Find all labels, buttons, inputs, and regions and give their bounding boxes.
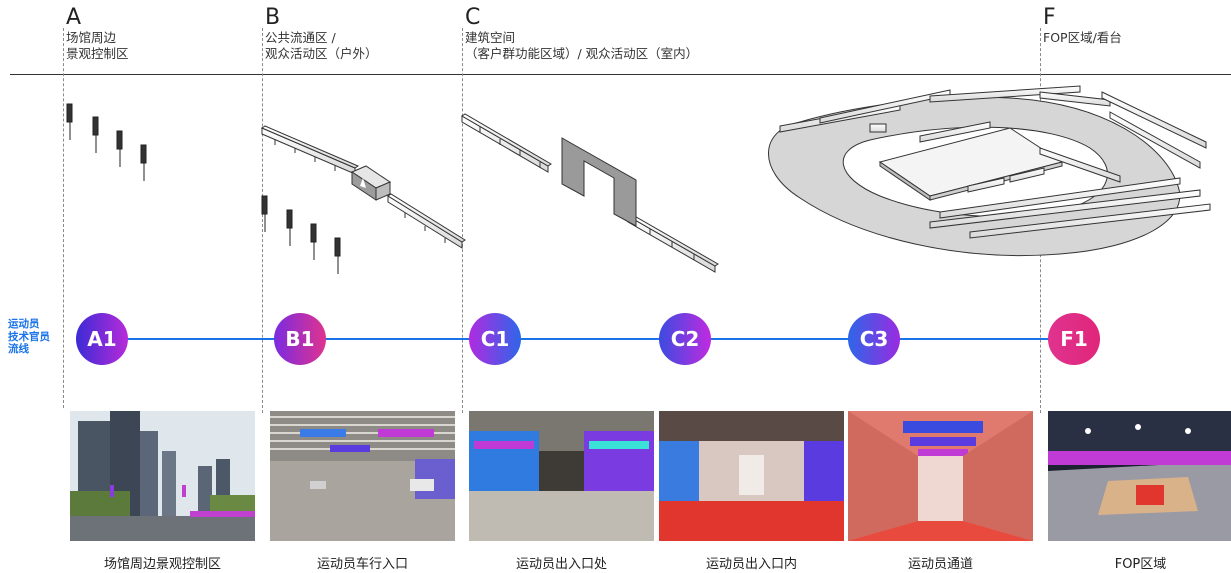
zone-subtitle-line: 建筑空间 [465, 30, 516, 45]
photo-athlete-corridor [848, 411, 1033, 541]
node-f1: F1 [1048, 313, 1100, 365]
zone-a-banners [66, 103, 147, 181]
zone-subtitle-line: 场馆周边 [66, 30, 117, 45]
zone-letter: B [265, 5, 281, 30]
node-b1: B1 [274, 313, 326, 365]
zone-letter: A [66, 5, 82, 30]
node-c3: C3 [848, 313, 900, 365]
zone-c-fence [461, 113, 719, 273]
zone-subtitle-line: 公共流通区 / [265, 30, 336, 45]
zone-a-header: A 场馆周边 景观控制区 [66, 6, 129, 62]
flow-line [102, 338, 1074, 340]
photo-caption: 运动员出入口内 [705, 557, 797, 572]
photo-caption: FOP区域 [1114, 557, 1167, 572]
zone-c-wall [561, 137, 637, 227]
zone-b-separator [262, 28, 263, 413]
zone-f-header: F FOP区域/看台 [1043, 6, 1122, 46]
photo-athlete-vehicle-entrance [270, 411, 455, 541]
node-c1: C1 [469, 313, 521, 365]
photo-caption: 运动员车行入口 [316, 557, 408, 572]
photo-caption: 运动员出入口处 [515, 557, 607, 572]
zone-a-separator [63, 28, 64, 408]
zone-subtitle-line: （客户群功能区域）/ 观众活动区（室内） [465, 46, 699, 61]
zone-f-separator [1040, 28, 1041, 413]
photo-caption: 运动员通道 [907, 557, 973, 572]
flow-label: 运动员 技术官员 流线 [8, 318, 50, 356]
zone-c-separator [462, 28, 463, 413]
stadium [768, 85, 1211, 257]
zone-letter: C [465, 5, 481, 30]
zone-subtitle-line: FOP区域/看台 [1043, 30, 1122, 45]
photo-caption: 场馆周边景观控制区 [103, 557, 221, 572]
zone-subtitle-line: 观众活动区（户外） [265, 46, 378, 61]
zone-b-fence [260, 125, 466, 249]
photo-fop-area [1048, 411, 1231, 541]
zone-b-banners [261, 195, 341, 274]
header-divider [10, 74, 1231, 75]
photo-athlete-entrance [469, 411, 654, 541]
zone-subtitle-line: 景观控制区 [66, 46, 129, 61]
flow-label-line: 运动员 [8, 318, 40, 330]
photo-venue-surroundings [70, 411, 255, 541]
zone-b-header: B 公共流通区 / 观众活动区（户外） [265, 6, 378, 62]
flow-label-line: 流线 [8, 343, 29, 355]
zone-b-gate [350, 165, 392, 201]
zone-c-header: C 建筑空间 （客户群功能区域）/ 观众活动区（室内） [465, 6, 698, 62]
node-c2: C2 [659, 313, 711, 365]
node-a1: A1 [76, 313, 128, 365]
zone-letter: F [1043, 5, 1056, 30]
photo-athlete-entrance-interior [659, 411, 844, 541]
flow-label-line: 技术官员 [8, 330, 50, 343]
